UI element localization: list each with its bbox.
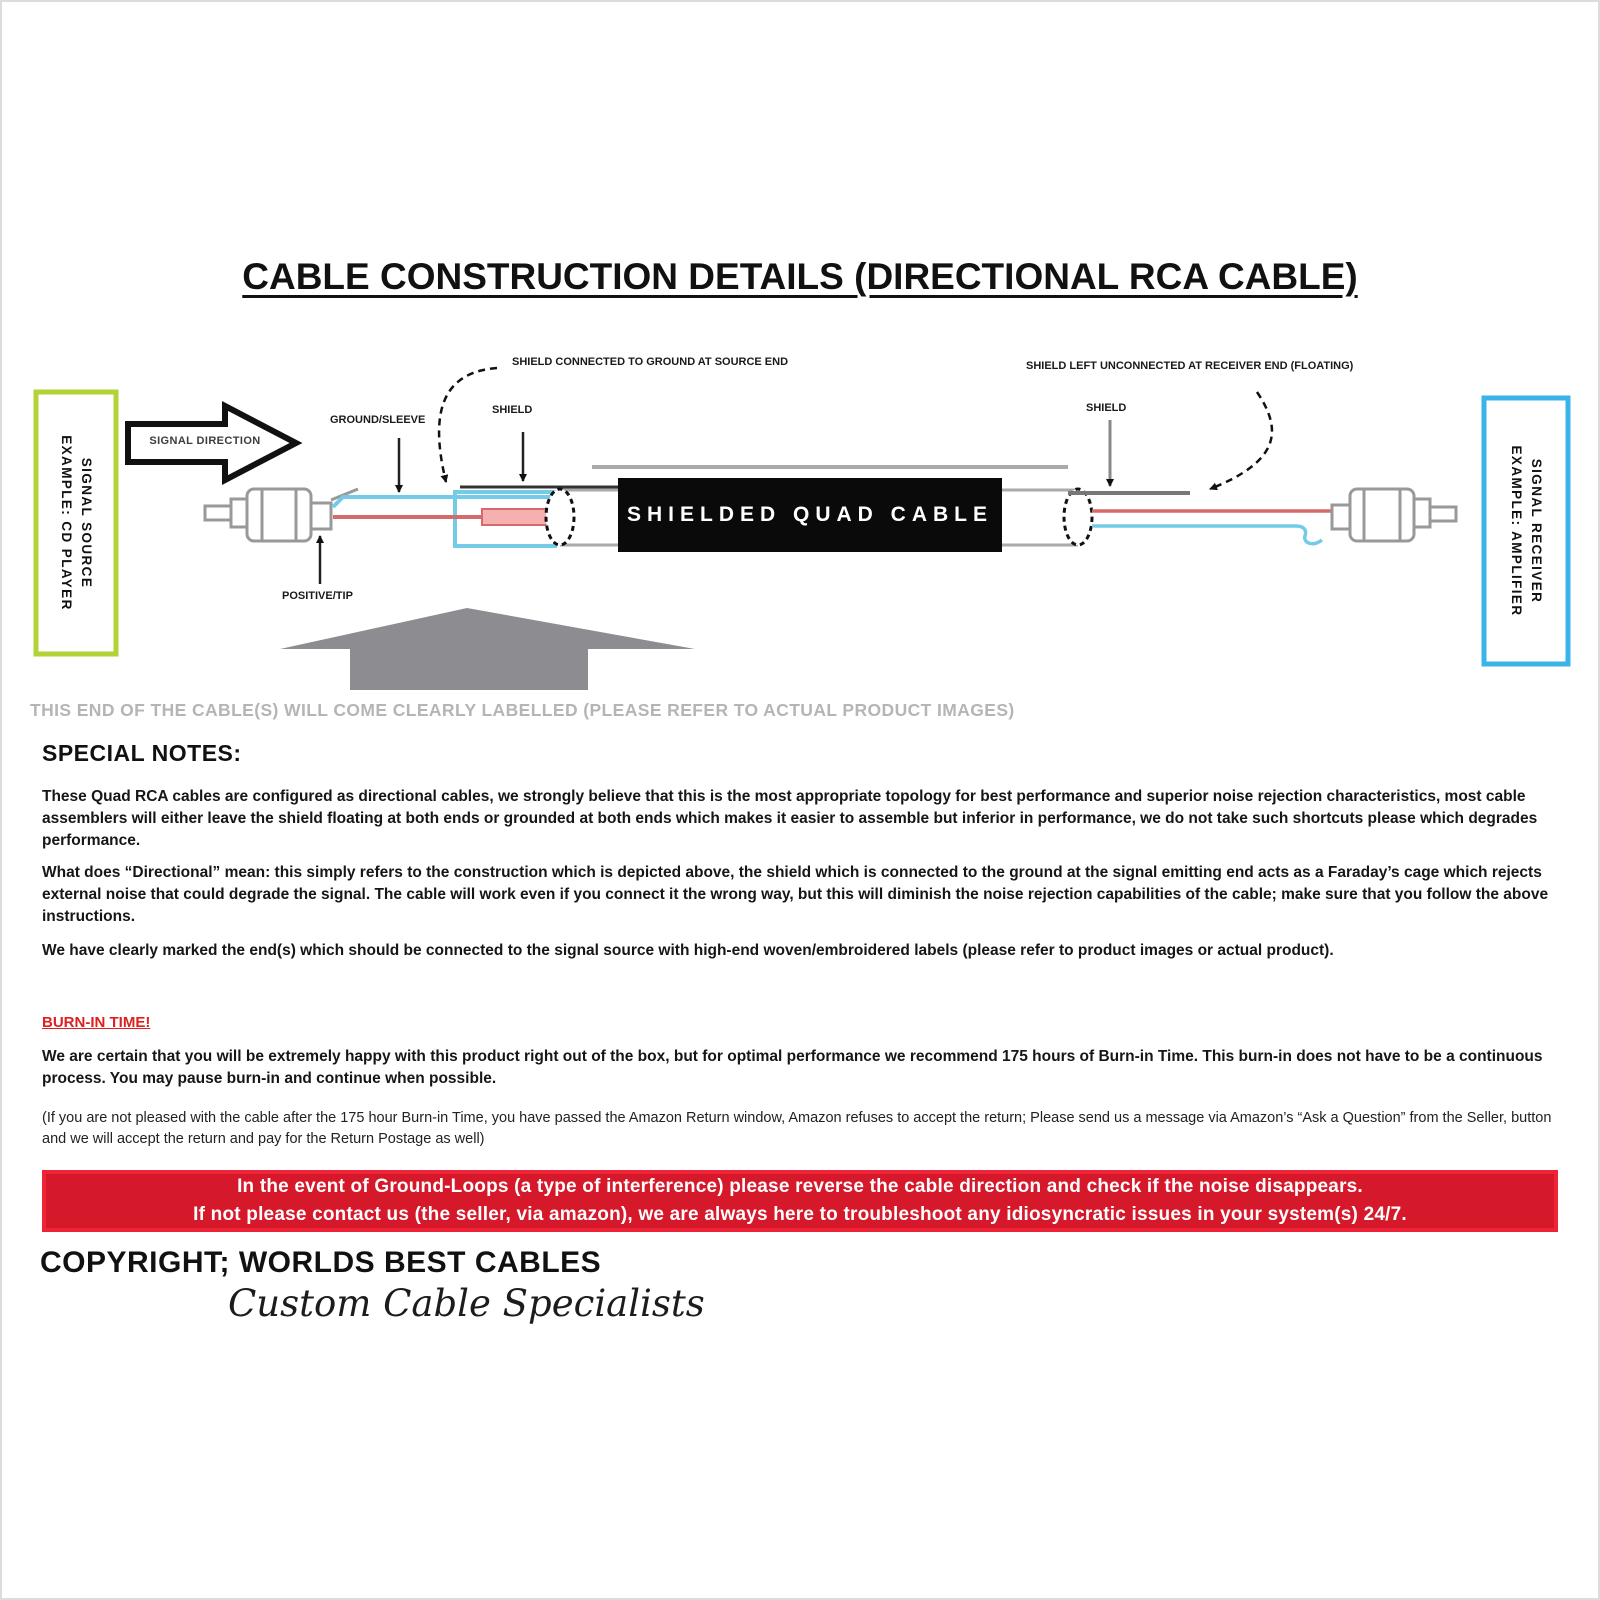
labelled-end-note: THIS END OF THE CABLE(S) WILL COME CLEAR…: [30, 700, 1015, 720]
ground-loop-banner: In the event of Ground-Loops (a type of …: [42, 1170, 1558, 1232]
cable-end-right: [1062, 487, 1094, 547]
ground-sleeve-label: GROUND/SLEEVE: [330, 414, 426, 426]
rca-connector-right-icon: [1330, 487, 1458, 543]
source-end-up-arrow-icon: [280, 608, 695, 690]
special-notes-paragraph-1: These Quad RCA cables are configured as …: [42, 788, 1538, 849]
special-notes-heading: SPECIAL NOTES:: [42, 740, 242, 766]
shield-floating-curve-pointer: [1209, 391, 1274, 491]
return-policy-note: (If you are not pleased with the cable a…: [42, 1110, 1552, 1147]
burn-in-heading: BURN-IN TIME!: [42, 1014, 151, 1031]
special-notes-paragraph-2: What does “Directional” mean: this simpl…: [42, 864, 1549, 925]
shield-grounded-note: SHIELD CONNECTED TO GROUND AT SOURCE END: [512, 356, 789, 368]
cable-jacket: [618, 478, 1002, 552]
shield-grounded-curve-pointer: [437, 366, 498, 483]
signal-source-line1: SIGNAL SOURCE: [79, 457, 95, 589]
copyright-text: COPYRIGHT; WORLDS BEST CABLES: [40, 1246, 602, 1279]
signal-direction-label: SIGNAL DIRECTION: [149, 435, 261, 447]
shield-left-label: SHIELD: [492, 404, 533, 416]
special-notes-paragraph-3: We have clearly marked the end(s) which …: [42, 942, 1334, 959]
signal-receiver-line2: EXAMPLE: AMPLIFIER: [1509, 445, 1524, 617]
tagline-text: Custom Cable Specialists: [228, 1282, 705, 1325]
ground-loop-banner-line2: If not please contact us (the seller, vi…: [193, 1204, 1407, 1225]
ground-loop-banner-line1: In the event of Ground-Loops (a type of …: [237, 1176, 1363, 1198]
signal-receiver-line1: SIGNAL RECEIVER: [1529, 458, 1545, 604]
page-title: CABLE CONSTRUCTION DETAILS (DIRECTIONAL …: [242, 256, 1358, 297]
signal-receiver-box: [1481, 395, 1571, 667]
ground-wire-left: [331, 495, 554, 509]
positive-tip-label: POSITIVE/TIP: [282, 590, 353, 602]
signal-source-box: [33, 389, 119, 657]
signal-source-line2: EXAMPLE: CD PLAYER: [59, 435, 74, 611]
signal-source-box-label: SIGNAL SOURCE EXAMPLE: CD PLAYER: [42, 401, 110, 645]
ground-wire-right-floating: [1092, 524, 1324, 546]
burn-in-paragraph: We are certain that you will be extremel…: [42, 1048, 1543, 1087]
signal-receiver-box-label: SIGNAL RECEIVER EXAMPLE: AMPLIFIER: [1492, 409, 1560, 653]
cable-diagram: [33, 366, 1571, 690]
cable-end-left: [544, 487, 576, 547]
shield-floating-note: SHIELD LEFT UNCONNECTED AT RECEIVER END …: [1026, 360, 1354, 372]
rca-connector-left-icon: [203, 487, 359, 543]
cable-jacket-label: SHIELDED QUAD CABLE: [626, 503, 993, 526]
shield-right-label: SHIELD: [1086, 402, 1127, 414]
signal-direction-arrow-icon: [125, 401, 303, 485]
